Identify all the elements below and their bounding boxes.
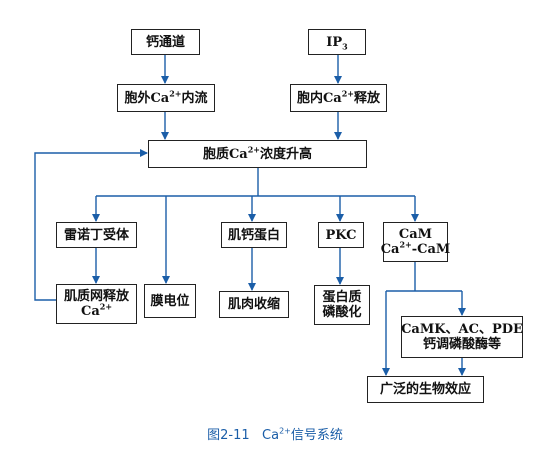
- caption-title-pre: Ca: [262, 428, 280, 443]
- node-muscle-contraction-label: 肌肉收缩: [227, 297, 280, 312]
- node-pkc-label: PKC: [325, 227, 357, 243]
- node-cam-line2: Ca2+-CaM: [380, 239, 451, 257]
- cam-line2-superscript: 2+: [399, 239, 412, 250]
- node-troponin-label: 肌钙蛋白: [227, 227, 280, 243]
- node-extracellular-influx: 胞外Ca2+内流: [117, 84, 215, 112]
- node-sr-calcium-release: 肌质网释放 Ca2+: [56, 284, 137, 324]
- node-ryanodine-receptor: 雷诺丁受体: [56, 222, 137, 248]
- node-ip3: IP3: [308, 29, 366, 55]
- node-enzymes-line2: 钙调磷酸酶等: [422, 337, 501, 352]
- node-calcium-dependent-enzymes: CaMK、AC、PDE 钙调磷酸酶等: [401, 316, 523, 358]
- ip3-base-text: IP: [326, 34, 343, 50]
- rise-text-post: 浓度升高: [260, 146, 313, 162]
- ip3-subscript: 3: [342, 41, 348, 52]
- node-ryanodine-receptor-label: 雷诺丁受体: [63, 227, 129, 243]
- node-protein-phosphorylation-line2: 磷酸化: [322, 305, 362, 320]
- cam-line2-post: -CaM: [411, 242, 451, 257]
- cam-line2-pre: Ca: [380, 242, 400, 257]
- node-extracellular-influx-label: 胞外Ca2+内流: [124, 88, 208, 106]
- node-broad-biological-effects: 广泛的生物效应: [367, 376, 484, 403]
- node-enzymes-line1: CaMK、AC、PDE: [401, 322, 523, 337]
- figure-caption: 图2-11 Ca2+信号系统: [0, 424, 550, 443]
- influx-text-pre: 胞外Ca: [124, 90, 170, 106]
- node-intracellular-release-label: 胞内Ca2+释放: [296, 88, 381, 106]
- release-text-pre: 胞内Ca: [296, 90, 342, 106]
- rise-text-pre: 胞质Ca: [202, 146, 248, 162]
- node-membrane-potential: 膜电位: [144, 284, 196, 318]
- node-sr-release-line1: 肌质网释放: [63, 289, 129, 304]
- node-broad-effects-label: 广泛的生物效应: [379, 382, 471, 397]
- node-cam: CaM Ca2+-CaM: [380, 222, 451, 262]
- node-protein-phosphorylation-line1: 蛋白质: [322, 290, 362, 305]
- node-pkc: PKC: [318, 222, 364, 248]
- node-cam-line1: CaM: [398, 227, 433, 242]
- node-muscle-contraction: 肌肉收缩: [219, 291, 289, 318]
- release-superscript: 2+: [341, 88, 355, 99]
- caption-title-superscript: 2+: [279, 426, 291, 436]
- caption-title: Ca2+信号系统: [262, 426, 343, 443]
- node-intracellular-release: 胞内Ca2+释放: [290, 84, 387, 112]
- node-protein-phosphorylation: 蛋白质 磷酸化: [314, 285, 370, 325]
- caption-figure-number: 图2-11: [207, 428, 250, 443]
- node-ip3-label: IP3: [326, 34, 348, 52]
- arrow-sr-feedback: [34, 149, 148, 301]
- node-calcium-channel-label: 钙通道: [145, 34, 185, 50]
- node-membrane-potential-label: 膜电位: [150, 293, 190, 309]
- sr-release-ca: Ca: [80, 304, 100, 319]
- node-sr-release-line2: Ca2+: [80, 301, 113, 319]
- release-text-post: 释放: [354, 90, 381, 106]
- node-calcium-channel: 钙通道: [131, 29, 200, 55]
- influx-superscript: 2+: [169, 88, 182, 99]
- node-cytosolic-calcium-rise-label: 胞质Ca2+浓度升高: [202, 144, 313, 162]
- rise-superscript: 2+: [247, 144, 261, 155]
- node-cytosolic-calcium-rise: 胞质Ca2+浓度升高: [148, 140, 367, 168]
- influx-text-post: 内流: [181, 90, 208, 106]
- node-troponin: 肌钙蛋白: [221, 222, 287, 248]
- sr-release-superscript: 2+: [99, 301, 113, 312]
- caption-title-post: 信号系统: [290, 428, 343, 443]
